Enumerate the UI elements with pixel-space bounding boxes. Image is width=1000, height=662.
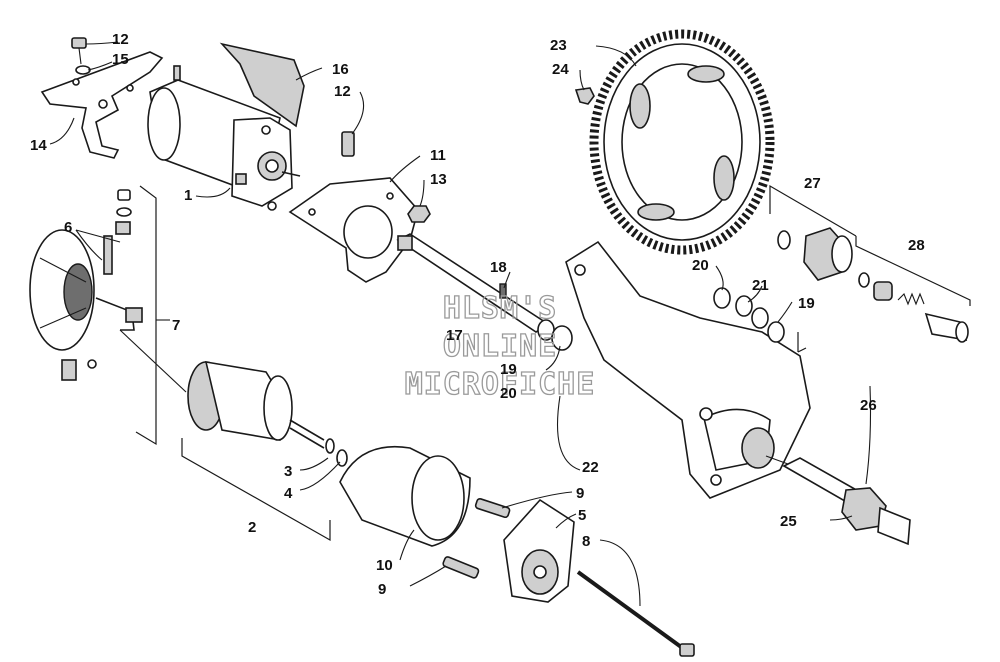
screw-9-lower [442, 556, 480, 579]
nut-13 [407, 205, 431, 223]
callout-9-upper: 9 [576, 485, 584, 502]
gear-housing [565, 240, 811, 499]
washers-20-21-19-right [713, 287, 785, 343]
callout-6: 6 [64, 219, 72, 236]
brush-holder [29, 189, 143, 381]
mounting-plate [288, 177, 419, 283]
watermark-line-2: ONLINE [443, 329, 557, 364]
starter-motor [147, 65, 301, 211]
callout-7: 7 [172, 317, 180, 334]
callout-5: 5 [578, 507, 586, 524]
callout-20-right: 20 [692, 257, 709, 274]
motor-cover [219, 42, 305, 128]
washers-19-20-left [537, 319, 573, 351]
pinion-27 [777, 227, 853, 281]
pinion-shaft-25 [765, 455, 911, 546]
callout-20-left: 20 [500, 385, 517, 402]
callout-25: 25 [780, 513, 797, 530]
ring-gear [589, 29, 775, 255]
callout-27: 27 [804, 175, 821, 192]
watermark-line-3: MICROFICHE [405, 367, 596, 402]
spring-kit-28 [858, 272, 969, 343]
watermark: HLSM'S ONLINE MICROFICHE [404, 290, 596, 402]
bolt-12-cover [341, 131, 355, 157]
callout-3: 3 [284, 463, 292, 480]
callout-28: 28 [908, 237, 925, 254]
callout-24: 24 [552, 61, 569, 78]
callout-11: 11 [430, 147, 446, 164]
callout-2: 2 [248, 519, 256, 536]
callout-8: 8 [582, 533, 590, 550]
callout-9-lower: 9 [378, 581, 386, 598]
callout-19-left: 19 [500, 361, 517, 378]
callout-21: 21 [752, 277, 769, 294]
callout-16: 16 [332, 61, 349, 78]
through-bolt-8 [576, 570, 695, 657]
screw-24 [574, 87, 595, 105]
washer-15 [75, 65, 91, 75]
mounting-bracket [40, 51, 164, 159]
pin-18 [499, 283, 507, 299]
watermark-line-1: HLSM'S [443, 291, 557, 326]
brush-group-bracket [135, 185, 157, 446]
armature [119, 329, 325, 449]
callout-18: 18 [490, 259, 507, 276]
armature-bracket [181, 438, 331, 542]
end-cap [503, 498, 575, 603]
callout-10: 10 [376, 557, 393, 574]
callout-26: 26 [860, 397, 877, 414]
callout-19-right: 19 [798, 295, 815, 312]
washer-3 [325, 438, 335, 454]
callout-13: 13 [430, 171, 447, 188]
motor-housing [339, 446, 471, 547]
callout-22: 22 [582, 459, 599, 476]
screw-9-upper [474, 497, 511, 519]
callout-15: 15 [112, 51, 129, 68]
callout-23: 23 [550, 37, 567, 54]
bolt-12-top [71, 37, 87, 65]
leader-lines [49, 41, 872, 607]
callout-14: 14 [30, 137, 47, 154]
callout-4: 4 [284, 485, 293, 502]
callout-12-mid: 12 [334, 83, 351, 100]
callout-17: 17 [446, 327, 463, 344]
callout-labels: 12 15 14 16 12 1 11 13 6 7 18 17 19 20 2… [30, 31, 925, 598]
callout-1: 1 [184, 187, 192, 204]
callout-12-top: 12 [112, 31, 129, 48]
pinion-group-brackets [769, 184, 971, 353]
